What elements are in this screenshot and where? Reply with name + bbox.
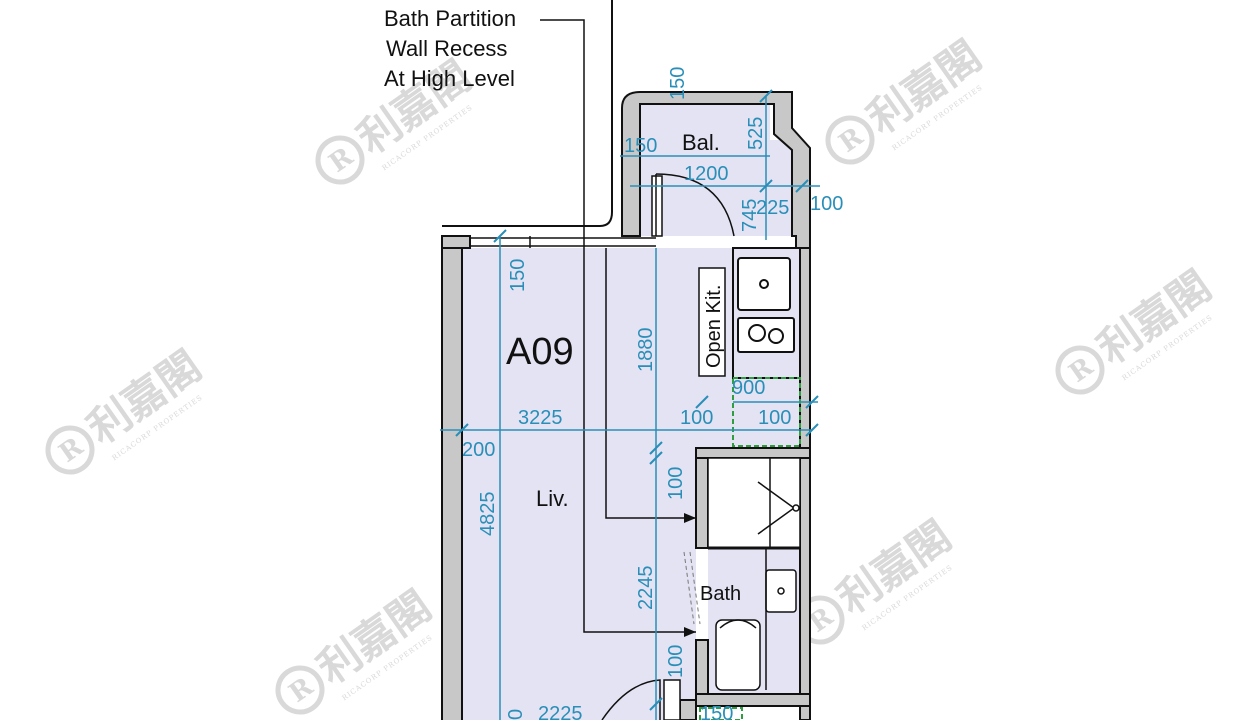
leader-arrow-icon: [684, 627, 696, 637]
watermark: R 利嘉閣 RICACORP PROPERTIES: [825, 31, 990, 165]
watermark-logo-icon: [275, 665, 325, 715]
dim-bottom-small: 150: [700, 703, 733, 720]
dim-wall: 200: [462, 439, 495, 461]
walls: [441, 91, 811, 720]
kitchen-appliance-zone: [732, 377, 801, 447]
floor-main: [462, 248, 733, 720]
wall-north-left: [441, 235, 471, 249]
wall-bath-north: [695, 447, 811, 459]
watermark: R 利嘉閣 RICACORP PROPERTIES: [275, 581, 440, 715]
floor-balcony: [638, 100, 792, 236]
dim-kit-gap-left: 100: [680, 407, 713, 429]
svg-text:R: R: [834, 122, 869, 159]
dim-overall-height: 4825: [477, 492, 499, 537]
basin-icon: [765, 569, 797, 613]
dim-bath-height: 2245: [635, 566, 657, 611]
watermark: R 利嘉閣 RICACORP PROPERTIES: [1055, 261, 1220, 395]
svg-text:R: R: [284, 672, 319, 709]
unit-label: A09: [506, 331, 574, 373]
annotation-line-1: Bath Partition: [384, 6, 516, 31]
svg-text:R: R: [54, 432, 89, 469]
watermark: R 利嘉閣 RICACORP PROPERTIES: [45, 341, 210, 475]
hob-icon: [737, 317, 795, 353]
dim-bottom-left: 0: [505, 709, 527, 720]
watermark: R 利嘉閣 RICACORP PROPERTIES: [795, 511, 960, 645]
leader-arrow-icon: [684, 513, 696, 523]
shower-area: [707, 457, 801, 549]
dim-partition: 100: [665, 467, 687, 500]
svg-text:R: R: [324, 142, 359, 179]
room-label-balcony: Bal.: [682, 130, 720, 155]
dim-kit-gap-right: 100: [758, 407, 791, 429]
bottom-zone: [699, 707, 743, 720]
svg-text:R: R: [1064, 352, 1099, 389]
room-label-open-kitchen: Open Kit.: [703, 285, 725, 368]
entrance-frame: [663, 679, 681, 720]
dim-bal-top: 150: [667, 67, 689, 100]
dim-bal-offset: 225: [756, 197, 789, 219]
dim-bottom-width: 2225: [538, 703, 583, 720]
annotation-line-3: At High Level: [384, 66, 515, 91]
watermark-logo-icon: [825, 115, 875, 165]
floor-kitchen-strip: [733, 378, 800, 448]
dim-overall-width: 3225: [518, 407, 563, 429]
annotation-line-2: Wall Recess: [386, 36, 507, 61]
dim-bal-left: 150: [624, 135, 657, 157]
room-label-bath: Bath: [700, 583, 741, 605]
watermark-logo-icon: [315, 135, 365, 185]
bath-door: [683, 551, 701, 625]
wall-lower-stub: [679, 699, 697, 720]
dim-bal-lower: 745: [739, 199, 761, 232]
toilet-icon: [715, 619, 761, 691]
watermark-logo-icon: [45, 425, 95, 475]
wall-balcony: [621, 91, 811, 249]
annotation-leaders: [540, 19, 696, 633]
dim-bal-edge: 100: [810, 193, 843, 215]
bath-fittings: [707, 457, 801, 691]
window-north: [470, 236, 656, 248]
room-label-living: Liv.: [536, 486, 569, 511]
dim-bal-width: 1200: [684, 163, 729, 185]
dim-bath-gap: 100: [665, 645, 687, 678]
wall-bath-west-lower: [695, 639, 709, 701]
dimension-lines: [440, 96, 820, 720]
dim-kit-width: 900: [732, 377, 765, 399]
watermark-logo-icon: [1055, 345, 1105, 395]
dim-liv-top: 150: [507, 259, 529, 292]
sink-icon: [737, 257, 791, 311]
kitchen-label-box: [698, 267, 726, 377]
kitchen-fittings: [698, 247, 801, 379]
entrance-door: [601, 679, 661, 720]
wall-bath-west: [695, 447, 709, 549]
dim-kit-height: 1880: [635, 328, 657, 373]
site-boundary-line: [442, 0, 613, 227]
balcony-door: [651, 173, 735, 237]
wall-west: [441, 247, 463, 720]
dim-bal-right-upper: 525: [745, 117, 767, 150]
dimension-ticks: [455, 89, 819, 711]
wall-east: [799, 247, 811, 720]
